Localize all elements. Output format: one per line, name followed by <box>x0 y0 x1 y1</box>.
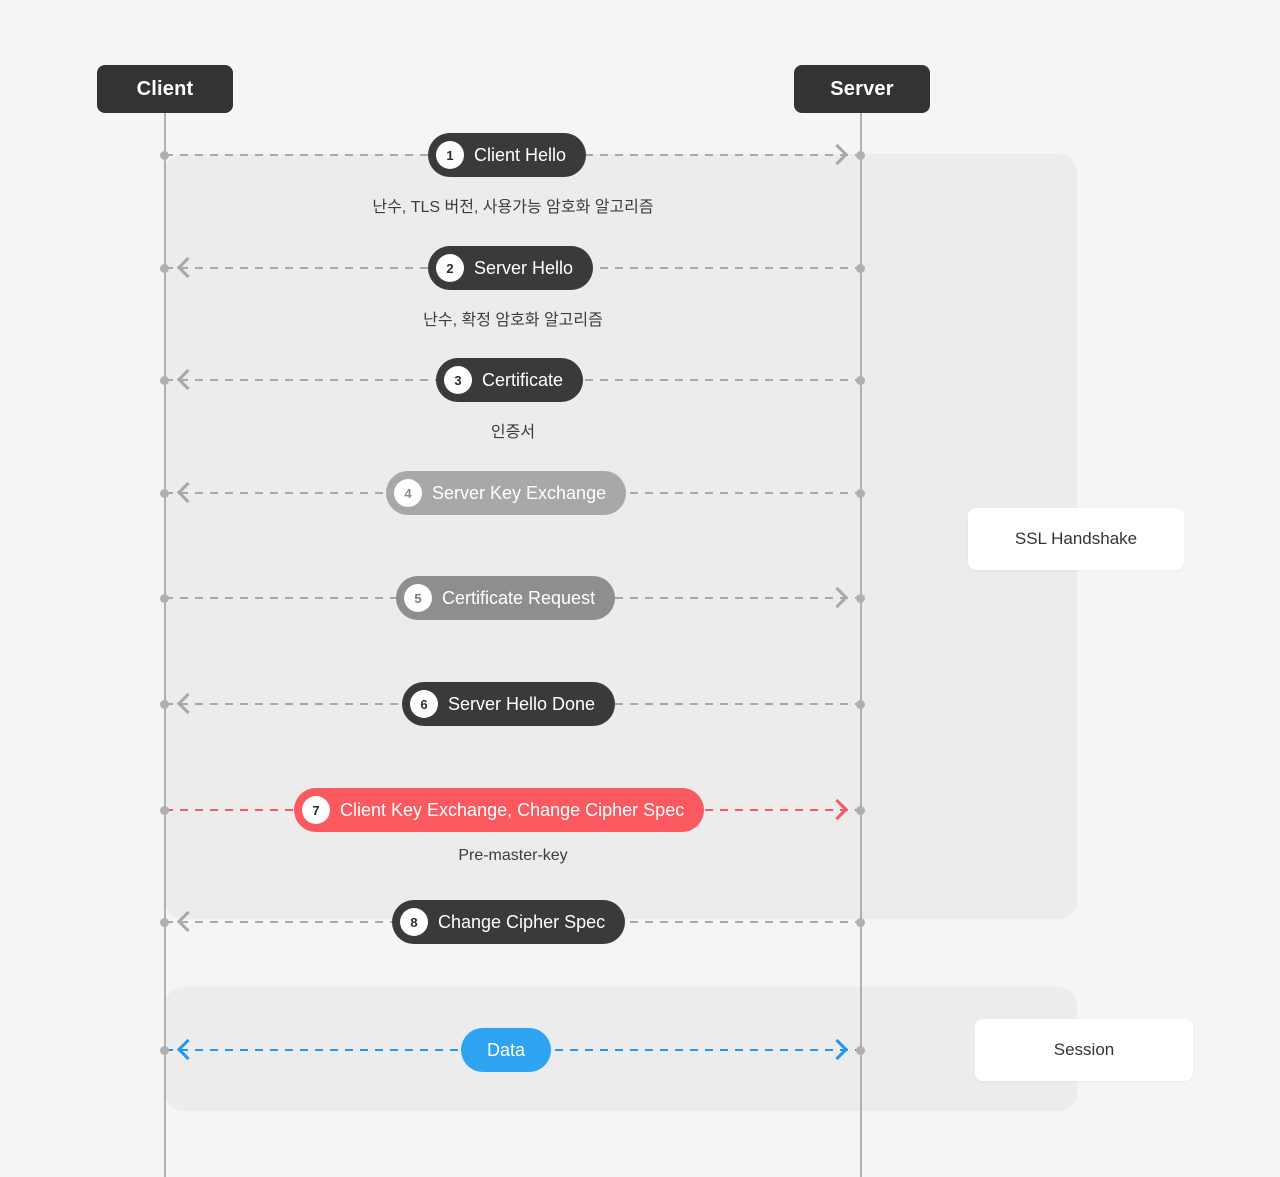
lifeline-dot-client-1 <box>160 151 169 160</box>
lifeline-dot-client-6 <box>160 700 169 709</box>
message-pill-5[interactable]: 5 Certificate Request <box>396 576 616 620</box>
message-pill-1[interactable]: 1 Client Hello <box>428 133 587 177</box>
group-label-session: Session <box>975 1019 1193 1081</box>
lifeline-dot-server-6 <box>856 700 865 709</box>
message-label-3: Certificate <box>482 370 564 390</box>
message-pill-8[interactable]: 8 Change Cipher Spec <box>392 900 626 944</box>
step-badge-3: 3 <box>444 366 472 394</box>
lifeline-dot-client-5 <box>160 594 169 603</box>
step-badge-5: 5 <box>404 584 432 612</box>
step-badge-6: 6 <box>410 690 438 718</box>
message-caption-3: 인증서 <box>490 424 536 441</box>
lifeline-dot-server-5 <box>856 594 865 603</box>
lifeline-client <box>164 113 166 1177</box>
message-label-4: Server Key Exchange <box>432 483 607 503</box>
message-label-data: Data <box>487 1040 526 1060</box>
lifeline-dot-server-7 <box>856 806 865 815</box>
actor-server-label: Server <box>830 77 894 100</box>
message-label-6: Server Hello Done <box>448 694 596 714</box>
message-pill-2[interactable]: 2 Server Hello <box>428 246 594 290</box>
message-pill-3[interactable]: 3 Certificate <box>436 358 584 402</box>
message-label-2: Server Hello <box>474 258 574 278</box>
lifeline-dot-server-2 <box>856 264 865 273</box>
lifeline-dot-server-4 <box>856 489 865 498</box>
lifeline-server <box>860 113 862 1177</box>
group-label-session-text: Session <box>1053 1040 1115 1059</box>
message-caption-7: Pre-master-key <box>458 847 568 864</box>
message-label-7: Client Key Exchange, Change Cipher Spec <box>340 800 685 820</box>
lifeline-dot-server-1 <box>856 151 865 160</box>
lifeline-dot-server-3 <box>856 376 865 385</box>
actor-client[interactable]: Client <box>97 65 233 113</box>
lifeline-dot-client-8 <box>160 918 169 927</box>
step-badge-8: 8 <box>400 908 428 936</box>
message-pill-6[interactable]: 6 Server Hello Done <box>402 682 616 726</box>
message-pill-4[interactable]: 4 Server Key Exchange <box>386 471 627 515</box>
step-badge-1: 1 <box>436 141 464 169</box>
lifeline-dot-client-7 <box>160 806 169 815</box>
message-label-1: Client Hello <box>474 145 567 165</box>
lifeline-dot-client-2 <box>160 264 169 273</box>
lifeline-dot-client-3 <box>160 376 169 385</box>
actor-client-label: Client <box>136 77 194 100</box>
step-badge-2: 2 <box>436 254 464 282</box>
lifeline-dot-client-data <box>160 1046 169 1055</box>
lifeline-dot-server-data <box>856 1046 865 1055</box>
message-label-5: Certificate Request <box>442 588 596 608</box>
step-badge-4: 4 <box>394 479 422 507</box>
message-caption-2: 난수, 확정 암호화 알고리즘 <box>423 312 603 329</box>
message-pill-data[interactable]: Data <box>461 1028 552 1072</box>
lifeline-dot-client-4 <box>160 489 169 498</box>
message-caption-1: 난수, TLS 버전, 사용가능 암호화 알고리즘 <box>372 199 654 216</box>
lifeline-dot-server-8 <box>856 918 865 927</box>
message-pill-7[interactable]: 7 Client Key Exchange, Change Cipher Spe… <box>294 788 705 832</box>
group-label-ssl-handshake-text: SSL Handshake <box>1014 529 1138 548</box>
group-label-ssl-handshake: SSL Handshake <box>968 508 1184 570</box>
actor-server[interactable]: Server <box>794 65 930 113</box>
message-label-8: Change Cipher Spec <box>438 912 606 932</box>
step-badge-7: 7 <box>302 796 330 824</box>
